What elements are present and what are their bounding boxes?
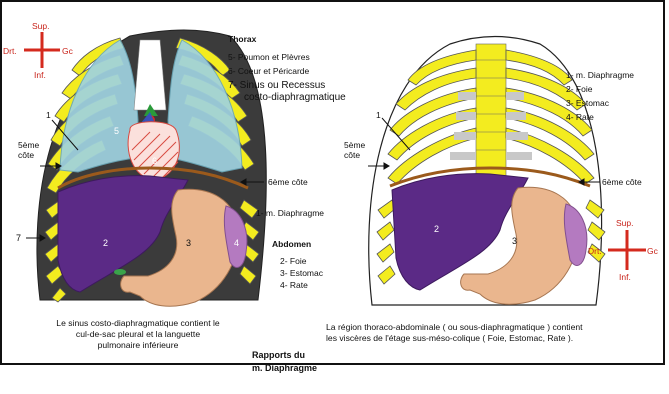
- right-legend-4: 4- Rate: [566, 112, 594, 122]
- right-caption: La région thoraco-abdominale ( ou sous-d…: [326, 322, 658, 344]
- right-caption-line-1: La région thoraco-abdominale ( ou sous-d…: [326, 322, 658, 333]
- right-legend-1: 1- m. Diaphragme: [566, 70, 634, 80]
- cross-right-sup-label: Sup.: [616, 218, 634, 228]
- spine: [476, 44, 506, 194]
- right-num-1: 1: [376, 110, 381, 120]
- right-caption-line-2: les viscères de l'étage sus-méso-colique…: [326, 333, 658, 344]
- cross-right-inf-label: Inf.: [619, 272, 631, 282]
- right-num-3: 3: [512, 236, 517, 246]
- right-rib6-label: 6ème côte: [602, 177, 642, 187]
- right-legend-2: 2- Foie: [566, 84, 592, 94]
- right-rib5-label-b: côte: [344, 150, 360, 160]
- cross-right-gc-label: Gc: [647, 246, 658, 256]
- right-rib5-label-a: 5ème: [344, 140, 365, 150]
- right-num-2: 2: [434, 224, 439, 234]
- right-legend-3: 3- Estomac: [566, 98, 609, 108]
- cross-right-drt-label: Drt.: [588, 246, 602, 256]
